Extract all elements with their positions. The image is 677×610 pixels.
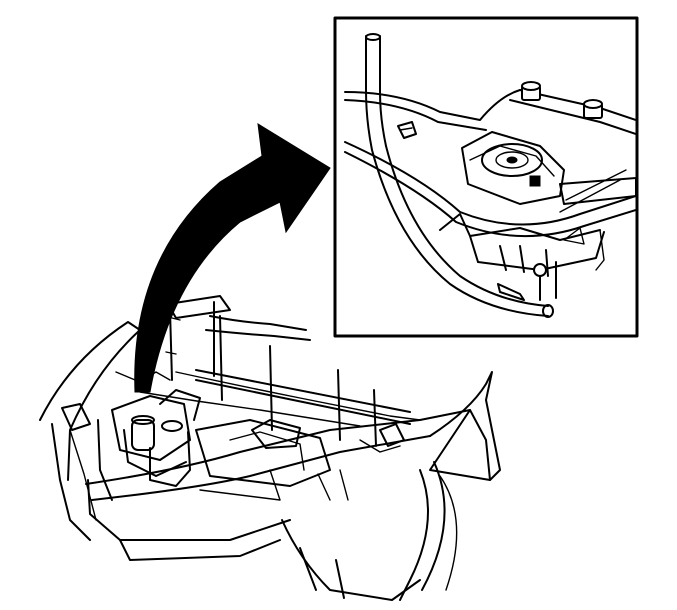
engine-compartment-overview	[39, 295, 501, 601]
detail-inset	[333, 16, 639, 338]
bolt-right	[583, 99, 603, 119]
callout-arrow	[134, 123, 331, 393]
bolt-left	[521, 81, 541, 101]
